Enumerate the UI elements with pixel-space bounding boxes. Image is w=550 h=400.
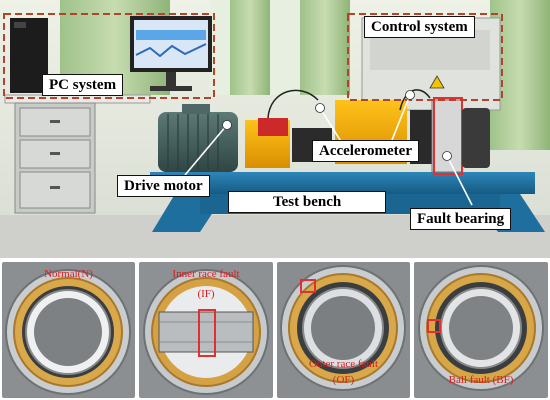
fault-marker-ball: [427, 319, 441, 333]
test-rig-scene: PC system Control system Accelerometer D…: [0, 0, 550, 258]
caption-inner-race-fault-code: (IF): [197, 288, 215, 300]
dot-accel-1: [315, 103, 325, 113]
bearing-photo-ball-fault: Ball fault (BF): [414, 262, 548, 398]
caption-ball-fault: Ball fault (BF): [448, 374, 514, 386]
bearing-photo-outer-race-fault: Outer race fault (OF): [277, 262, 410, 398]
pc-system-dashed-box: [3, 13, 215, 99]
bearing-photo-inner-race-fault: Inner race fault (IF): [139, 262, 273, 398]
label-fault-bearing: Fault bearing: [410, 208, 512, 230]
pc-tower: [10, 18, 48, 93]
control-system-dashed-box: [347, 13, 503, 101]
label-control-system: Control system: [364, 16, 475, 38]
caption-normal: Normal(N): [44, 268, 93, 280]
label-drive-motor: Drive motor: [117, 175, 210, 197]
dot-drive-motor: [222, 120, 232, 130]
bench-top: [150, 172, 535, 194]
monitor-screen: [134, 20, 208, 68]
pointer-accel-1: [319, 107, 343, 144]
caption-outer-race-fault: Outer race fault: [308, 358, 378, 370]
load-unit: [462, 108, 490, 168]
label-pc-system: PC system: [42, 74, 124, 96]
caption-outer-race-fault-code: (OF): [332, 374, 355, 386]
curtain-mid-right: [300, 0, 350, 95]
curtain-mid: [230, 0, 270, 95]
pointer-fault-bearing: [446, 155, 473, 206]
test-rig-illustration: [0, 0, 550, 258]
pointer-accel-2: [391, 94, 411, 141]
warning-sign-icon: [429, 75, 445, 89]
bearing-photo-normal: Normal(N): [2, 262, 135, 398]
pointer-drive-motor: [184, 124, 228, 176]
dot-accel-2: [405, 90, 415, 100]
fault-marker-inner: [198, 309, 216, 357]
red-sensor-box: [258, 118, 288, 136]
dot-fault-bearing: [442, 151, 452, 161]
drawer-3: [19, 171, 91, 209]
fault-marker-outer: [300, 279, 316, 293]
fault-bearing-housing: [431, 99, 463, 173]
label-accelerometer: Accelerometer: [312, 140, 419, 162]
label-test-bench: Test bench: [228, 191, 387, 213]
caption-inner-race-fault: Inner race fault: [172, 268, 240, 280]
